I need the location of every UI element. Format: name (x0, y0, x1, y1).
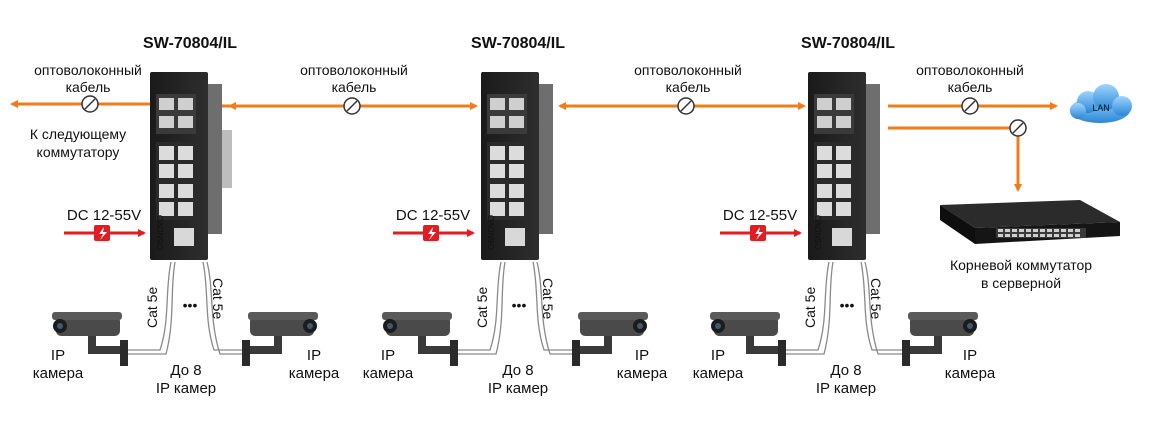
switch-3-brand: OSNOVO (814, 215, 823, 250)
power-input-1: DC 12-55V (64, 207, 146, 241)
more-cameras-dots-1: ••• (183, 297, 198, 313)
core-switch-label-2: в серверной (981, 275, 1061, 291)
switch-2-title: SW-70804/IL (471, 35, 565, 52)
switch-1-brand: OSNOVO (156, 215, 165, 250)
cable-label-4: Cat 5e (540, 278, 556, 319)
camera-label-5b: камера (693, 365, 744, 382)
more-cameras-dots-3: ••• (840, 297, 855, 313)
power-input-2: DC 12-55V (393, 207, 475, 241)
up-to-label-2a: До 8 (502, 362, 533, 379)
ip-camera-icon (710, 312, 786, 366)
ip-camera-icon (52, 312, 128, 366)
more-cameras-dots-2: ••• (512, 297, 527, 313)
camera-label-5a: IP (711, 347, 725, 364)
camera-label-3b: камера (363, 365, 414, 382)
up-to-label-1b: IP камер (156, 380, 216, 397)
fiber-link-2-3 (558, 97, 806, 115)
camera-label-1a: IP (51, 347, 65, 364)
up-to-label-3b: IP камер (816, 380, 876, 397)
fiber-label-1-line2: кабель (332, 79, 377, 95)
cable-label-6: Cat 5e (868, 278, 884, 319)
cable-label-5: Cat 5e (802, 287, 818, 328)
power-input-3: DC 12-55V (720, 207, 802, 241)
fiber-label-right-1: оптоволоконный (916, 62, 1024, 78)
ip-camera-icon (572, 312, 648, 366)
camera-label-1b: камера (33, 365, 84, 382)
ip-camera-icon (382, 312, 458, 366)
lan-label: LAN (1092, 103, 1110, 113)
next-switch-label-1: К следующему (30, 126, 126, 142)
switch-1-title: SW-70804/IL (143, 35, 237, 52)
camera-label-6b: камера (945, 365, 996, 382)
cable-label-3: Cat 5e (474, 287, 490, 328)
fiber-label-2-line2: кабель (666, 79, 711, 95)
fiber-label-1-line1: оптоволоконный (300, 62, 408, 78)
fiber-label-left-1: оптоволоконный (34, 62, 142, 78)
core-switch-label-1: Корневой коммутатор (950, 257, 1092, 273)
power-label-1: DC 12-55V (67, 207, 141, 224)
fiber-label-right-2: кабель (948, 79, 993, 95)
switch-3-title: SW-70804/IL (801, 35, 895, 52)
fiber-link-left (10, 95, 150, 113)
ip-camera-icon (242, 312, 318, 366)
next-switch-label-2: коммутатору (37, 144, 120, 160)
fiber-label-2-line1: оптоволоконный (634, 62, 742, 78)
power-label-3: DC 12-55V (723, 207, 797, 224)
fiber-label-left-2: кабель (66, 79, 111, 95)
camera-label-2b: камера (289, 365, 340, 382)
camera-label-4b: камера (617, 365, 668, 382)
switch-unit-2: OSNOVO (481, 72, 553, 260)
up-to-label-3a: До 8 (830, 362, 861, 379)
camera-label-2a: IP (307, 347, 321, 364)
camera-label-6a: IP (963, 347, 977, 364)
camera-label-4a: IP (635, 347, 649, 364)
fiber-link-lan (888, 97, 1058, 115)
cat5e-cables (128, 261, 904, 355)
ip-camera-icon (902, 312, 978, 366)
core-switch (940, 200, 1120, 244)
cable-label-2: Cat 5e (210, 278, 226, 319)
switch-2-brand: OSNOVO (487, 215, 496, 250)
fiber-link-core (888, 119, 1027, 192)
up-to-label-1a: До 8 (170, 362, 201, 379)
cable-label-1: Cat 5e (144, 287, 160, 328)
power-label-2: DC 12-55V (396, 207, 470, 224)
camera-label-3a: IP (381, 347, 395, 364)
switch-unit-1: OSNOVO (150, 72, 232, 260)
lan-cloud: LAN (1070, 84, 1132, 123)
fiber-link-1-2 (222, 97, 478, 115)
up-to-label-2b: IP камер (488, 380, 548, 397)
switch-unit-3: OSNOVO (808, 72, 880, 260)
